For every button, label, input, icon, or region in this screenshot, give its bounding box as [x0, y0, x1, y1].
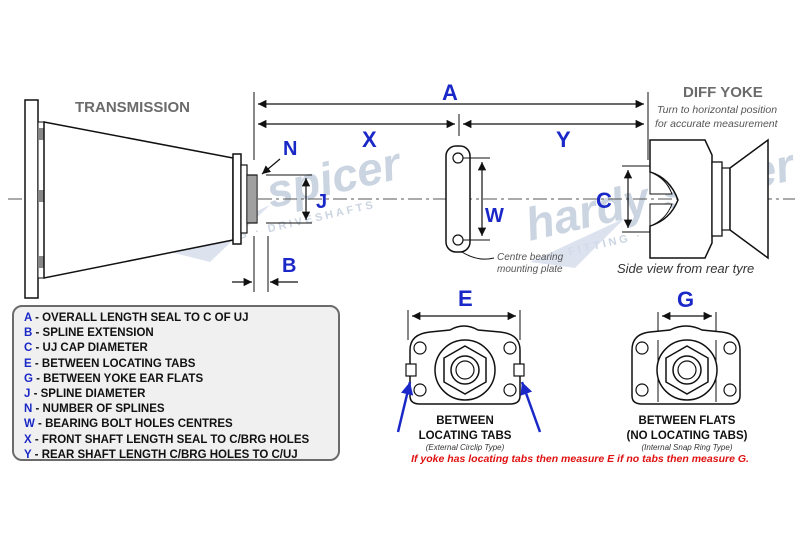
- dim-x-label: X: [362, 127, 377, 152]
- legend-text: - SPLINE EXTENSION: [32, 327, 154, 340]
- legend-key: Y: [24, 448, 32, 461]
- dim-x: X: [258, 114, 460, 152]
- watermark-swoosh: [530, 218, 625, 268]
- transmission-title: TRANSMISSION: [75, 99, 190, 116]
- legend-text: - OVERALL LENGTH SEAL TO C OF UJ: [31, 312, 249, 324]
- legend-key: C: [24, 342, 33, 355]
- bearing-note-line2: mounting plate: [497, 264, 563, 275]
- legend-key: A: [24, 312, 32, 324]
- dim-j-label: J: [316, 191, 327, 213]
- legend-item: G - BETWEEN YOKE EAR FLATS: [24, 372, 338, 387]
- dim-n: N: [261, 138, 297, 175]
- legend-item: B - SPLINE EXTENSION: [24, 326, 338, 341]
- dim-j: J: [266, 174, 327, 224]
- legend-text: - UJ CAP DIAMETER: [32, 342, 148, 355]
- transmission-flange: [24, 99, 45, 299]
- centre-bearing-plate: W: [445, 145, 504, 260]
- legend-text: - NUMBER OF SPLINES: [32, 403, 165, 416]
- diff-yoke-side: C: [596, 138, 769, 260]
- legend-item: W - BEARING BOLT HOLES CENTRES: [24, 417, 338, 432]
- legend-text: - BETWEEN LOCATING TABS: [31, 357, 196, 370]
- dim-c-label: C: [596, 188, 612, 213]
- legend-key: E: [24, 357, 32, 370]
- dim-b: B: [232, 236, 298, 292]
- yoke-left-title-line2: LOCATING TABS: [419, 430, 512, 442]
- warning-note: If yoke has locating tabs then measure E…: [411, 453, 749, 465]
- diff-yoke-title: DIFF YOKE: [683, 84, 763, 101]
- legend-item: C - UJ CAP DIAMETER: [24, 341, 338, 356]
- legend-text: - FRONT SHAFT LENGTH SEAL TO C/BRG HOLES: [31, 433, 310, 446]
- legend-item: Y - REAR SHAFT LENGTH C/BRG HOLES TO C/U…: [24, 448, 338, 463]
- yoke-right-subtitle: (Internal Snap Ring Type): [641, 443, 732, 452]
- yoke-end-view-flats: G: [631, 287, 741, 405]
- dim-y: Y: [463, 119, 644, 152]
- legend-text: - SPLINE DIAMETER: [30, 388, 146, 401]
- dim-e-label: E: [458, 286, 473, 311]
- dim-a-label: A: [442, 80, 458, 105]
- legend-key: N: [24, 403, 33, 416]
- legend-key: B: [24, 327, 33, 340]
- yoke-right-title-line1: BETWEEN FLATS: [639, 415, 736, 427]
- legend-item: E - BETWEEN LOCATING TABS: [24, 357, 338, 372]
- yoke-left-title-line1: BETWEEN: [436, 415, 494, 427]
- dim-w-label: W: [485, 205, 504, 227]
- diff-yoke-note-line2: for accurate measurement: [655, 118, 779, 130]
- yoke-left-subtitle: (External Circlip Type): [426, 443, 505, 452]
- legend-key: J: [24, 388, 31, 401]
- legend-text: - BETWEEN YOKE EAR FLATS: [32, 372, 204, 385]
- bearing-note-line1: Centre bearing: [497, 252, 564, 263]
- legend-item: A - OVERALL LENGTH SEAL TO C OF UJ: [24, 311, 338, 326]
- dim-a: A: [253, 80, 649, 160]
- dim-n-label: N: [283, 138, 297, 160]
- legend-key: G: [24, 372, 33, 385]
- legend-box: A - OVERALL LENGTH SEAL TO C OF UJ B - S…: [12, 305, 340, 461]
- yoke-end-view-locating-tabs: E: [396, 286, 542, 433]
- transmission-housing: [43, 121, 258, 279]
- legend-text: - REAR SHAFT LENGTH C/BRG HOLES TO C/UJ: [31, 448, 298, 461]
- side-view-caption: Side view from rear tyre: [617, 261, 754, 276]
- legend-key: W: [24, 418, 35, 431]
- legend-key: X: [24, 433, 32, 446]
- yoke-right-title-line2: (NO LOCATING TABS): [627, 430, 748, 442]
- legend-item: J - SPLINE DIAMETER: [24, 387, 338, 402]
- legend-item: X - FRONT SHAFT LENGTH SEAL TO C/BRG HOL…: [24, 433, 338, 448]
- dim-g-label: G: [677, 287, 694, 312]
- legend-text: - BEARING BOLT HOLES CENTRES: [34, 418, 233, 431]
- diff-yoke-note-line1: Turn to horizontal position: [657, 104, 777, 116]
- dim-b-label: B: [282, 255, 296, 277]
- dim-y-label: Y: [556, 127, 571, 152]
- legend-item: N - NUMBER OF SPLINES: [24, 402, 338, 417]
